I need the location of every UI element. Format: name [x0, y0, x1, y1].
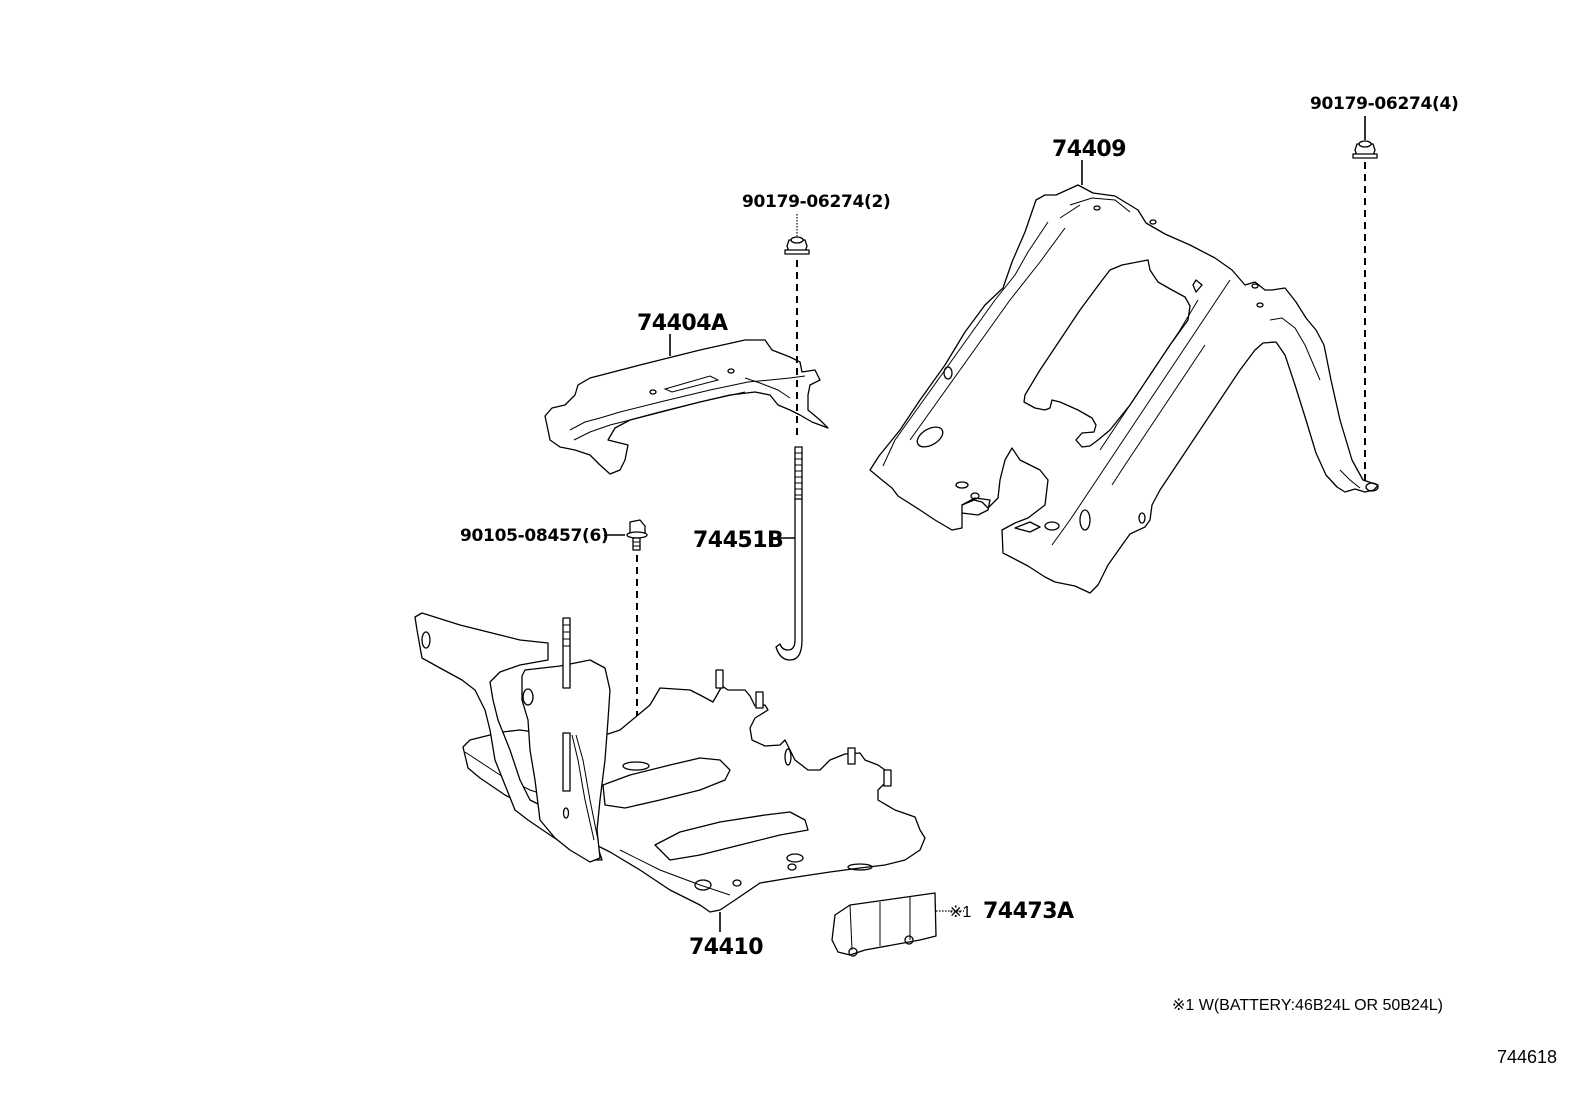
- part-90179-06274-4[interactable]: [1352, 116, 1378, 485]
- diagram-reference-number: 744618: [1497, 1047, 1557, 1067]
- part-90179-06274-2[interactable]: [784, 214, 810, 440]
- part-74451B-rod[interactable]: [770, 446, 803, 661]
- bolt-icon: [626, 519, 648, 551]
- label-90179-06274-4[interactable]: 90179-06274(4): [1310, 94, 1459, 114]
- note-marker-1: ※1: [949, 904, 971, 921]
- nut-icon: [784, 236, 810, 255]
- part-74410-tray[interactable]: [414, 612, 926, 932]
- label-74451B[interactable]: 74451B: [693, 528, 784, 553]
- label-74409[interactable]: 74409: [1052, 137, 1127, 162]
- part-74404A-clamp[interactable]: [544, 339, 829, 475]
- label-74410[interactable]: 74410: [689, 935, 764, 960]
- part-74409-frame[interactable]: [869, 184, 1379, 594]
- nut-icon: [1352, 140, 1378, 159]
- label-90105-08457-6[interactable]: 90105-08457(6): [460, 526, 609, 546]
- label-74473A[interactable]: 74473A: [983, 899, 1075, 924]
- footnote: ※1 W(BATTERY:46B24L OR 50B24L): [1172, 997, 1443, 1014]
- label-74404A[interactable]: 74404A: [637, 311, 729, 336]
- part-74473A-spacer[interactable]: [831, 892, 964, 957]
- label-90179-06274-2[interactable]: 90179-06274(2): [742, 192, 891, 212]
